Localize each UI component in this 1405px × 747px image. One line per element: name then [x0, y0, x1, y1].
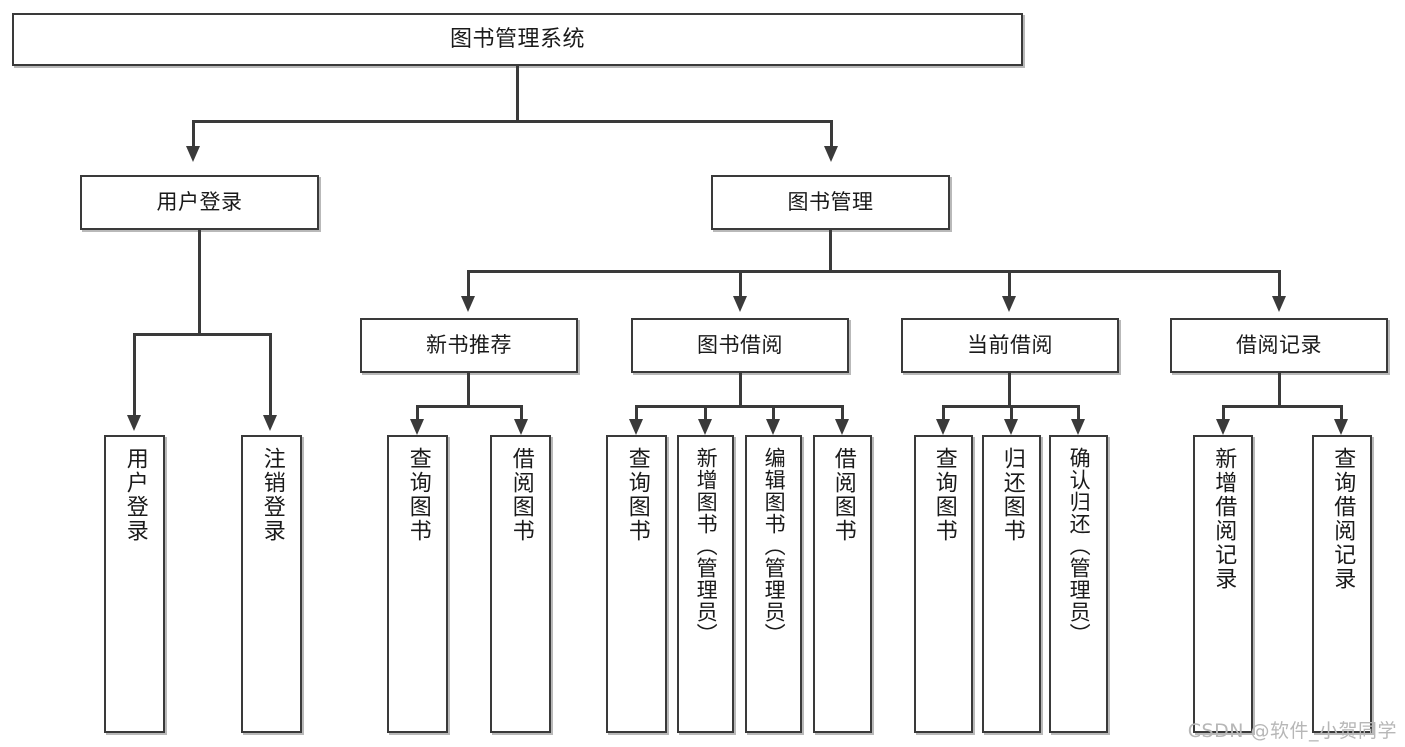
node-label: 新书推荐 [426, 333, 512, 358]
edge-drop-user-login [192, 120, 195, 148]
leaf-confirm-return[interactable]: 确认归还（管理员） [1049, 435, 1108, 733]
edge-borrow-record-bus [1222, 405, 1342, 408]
leaf-user-login[interactable]: 用户登录 [104, 435, 165, 733]
arrow-query-book-2 [629, 419, 643, 435]
edge-book-borrow-bus [635, 405, 843, 408]
arrow-borrow-record [1272, 296, 1286, 312]
node-label: 确认归还（管理员） [1067, 447, 1092, 645]
edge-book-manage-stem [829, 230, 832, 272]
node-label: 归还图书 [999, 447, 1025, 543]
edge-drop-borrow-book-2 [841, 405, 844, 421]
edge-drop-current-borrow [1008, 270, 1011, 298]
node-book-manage[interactable]: 图书管理 [711, 175, 950, 230]
leaf-add-book[interactable]: 新增图书（管理员） [677, 435, 734, 733]
edge-drop-query-book-1 [416, 405, 419, 421]
node-label: 查询图书 [931, 447, 957, 543]
edge-new-book-bus [416, 405, 523, 408]
node-new-book-recommend[interactable]: 新书推荐 [360, 318, 578, 373]
arrow-user-login [186, 146, 200, 162]
edge-level3-bus [467, 270, 1281, 273]
edge-drop-query-book-3 [942, 405, 945, 421]
node-borrow-record[interactable]: 借阅记录 [1170, 318, 1388, 373]
edge-drop-query-book-2 [635, 405, 638, 421]
node-label: 查询图书 [405, 447, 431, 543]
leaf-borrow-book-1[interactable]: 借阅图书 [490, 435, 551, 733]
edge-drop-edit-book [772, 405, 775, 421]
leaf-edit-book[interactable]: 编辑图书（管理员） [745, 435, 802, 733]
arrow-add-book [698, 419, 712, 435]
node-label: 查询图书 [624, 447, 650, 543]
arrow-current-borrow [1002, 296, 1016, 312]
arrow-leaf-user-logout [263, 415, 277, 431]
arrow-query-record [1334, 419, 1348, 435]
node-label: 图书管理 [787, 190, 874, 215]
node-user-login[interactable]: 用户登录 [80, 175, 319, 230]
edge-drop-add-book [704, 405, 707, 421]
leaf-return-book[interactable]: 归还图书 [982, 435, 1041, 733]
edge-drop-new-book-recommend [467, 270, 470, 298]
edge-root-stem [516, 66, 519, 122]
node-label: 当前借阅 [967, 333, 1053, 358]
leaf-user-logout[interactable]: 注销登录 [241, 435, 302, 733]
edge-drop-query-record [1340, 405, 1343, 421]
csdn-watermark: CSDN @软件_小贺同学 [1187, 720, 1397, 742]
node-label: 借阅图书 [830, 447, 856, 543]
leaf-query-book-2[interactable]: 查询图书 [606, 435, 667, 733]
edge-user-login-stem [198, 230, 201, 335]
node-label: 编辑图书（管理员） [762, 447, 787, 645]
node-label: 注销登录 [259, 447, 285, 543]
node-label: 借阅图书 [508, 447, 534, 543]
edge-drop-return-book [1010, 405, 1013, 421]
arrow-query-book-1 [410, 419, 424, 435]
edge-user-login-bus [133, 333, 271, 336]
edge-drop-add-record [1222, 405, 1225, 421]
edge-drop-book-borrow [739, 270, 742, 298]
node-label: 用户登录 [122, 447, 148, 543]
node-current-borrow[interactable]: 当前借阅 [901, 318, 1119, 373]
node-label: 用户登录 [156, 190, 243, 215]
edge-drop-leaf-user-logout [269, 333, 272, 417]
node-label: 图书借阅 [697, 333, 783, 358]
edge-current-borrow-stem [1008, 373, 1011, 407]
node-label: 图书管理系统 [449, 26, 585, 52]
node-label: 借阅记录 [1236, 333, 1322, 358]
arrow-book-borrow [733, 296, 747, 312]
edge-drop-borrow-book-1 [520, 405, 523, 421]
leaf-query-book-3[interactable]: 查询图书 [914, 435, 973, 733]
edge-drop-confirm-return [1077, 405, 1080, 421]
node-root-system[interactable]: 图书管理系统 [12, 13, 1023, 66]
node-label: 新增借阅记录 [1211, 447, 1237, 591]
leaf-add-record[interactable]: 新增借阅记录 [1193, 435, 1253, 733]
leaf-query-book-1[interactable]: 查询图书 [387, 435, 448, 733]
node-label: 新增图书（管理员） [694, 447, 719, 645]
arrow-book-manage [824, 146, 838, 162]
arrow-return-book [1004, 419, 1018, 435]
edge-drop-book-manage [830, 120, 833, 148]
leaf-query-record[interactable]: 查询借阅记录 [1312, 435, 1372, 733]
leaf-borrow-book-2[interactable]: 借阅图书 [813, 435, 872, 733]
edge-level2-bus [192, 120, 833, 123]
arrow-new-book-recommend [461, 296, 475, 312]
edge-drop-borrow-record [1278, 270, 1281, 298]
arrow-query-book-3 [936, 419, 950, 435]
arrow-borrow-book-1 [514, 419, 528, 435]
node-label: 查询借阅记录 [1330, 447, 1356, 591]
edge-borrow-record-stem [1278, 373, 1281, 407]
edge-drop-leaf-user-login [133, 333, 136, 417]
arrow-add-record [1216, 419, 1230, 435]
edge-new-book-stem [467, 373, 470, 407]
arrow-leaf-user-login [127, 415, 141, 431]
arrow-confirm-return [1071, 419, 1085, 435]
arrow-edit-book [766, 419, 780, 435]
edge-book-borrow-stem [739, 373, 742, 407]
arrow-borrow-book-2 [835, 419, 849, 435]
node-book-borrow[interactable]: 图书借阅 [631, 318, 849, 373]
